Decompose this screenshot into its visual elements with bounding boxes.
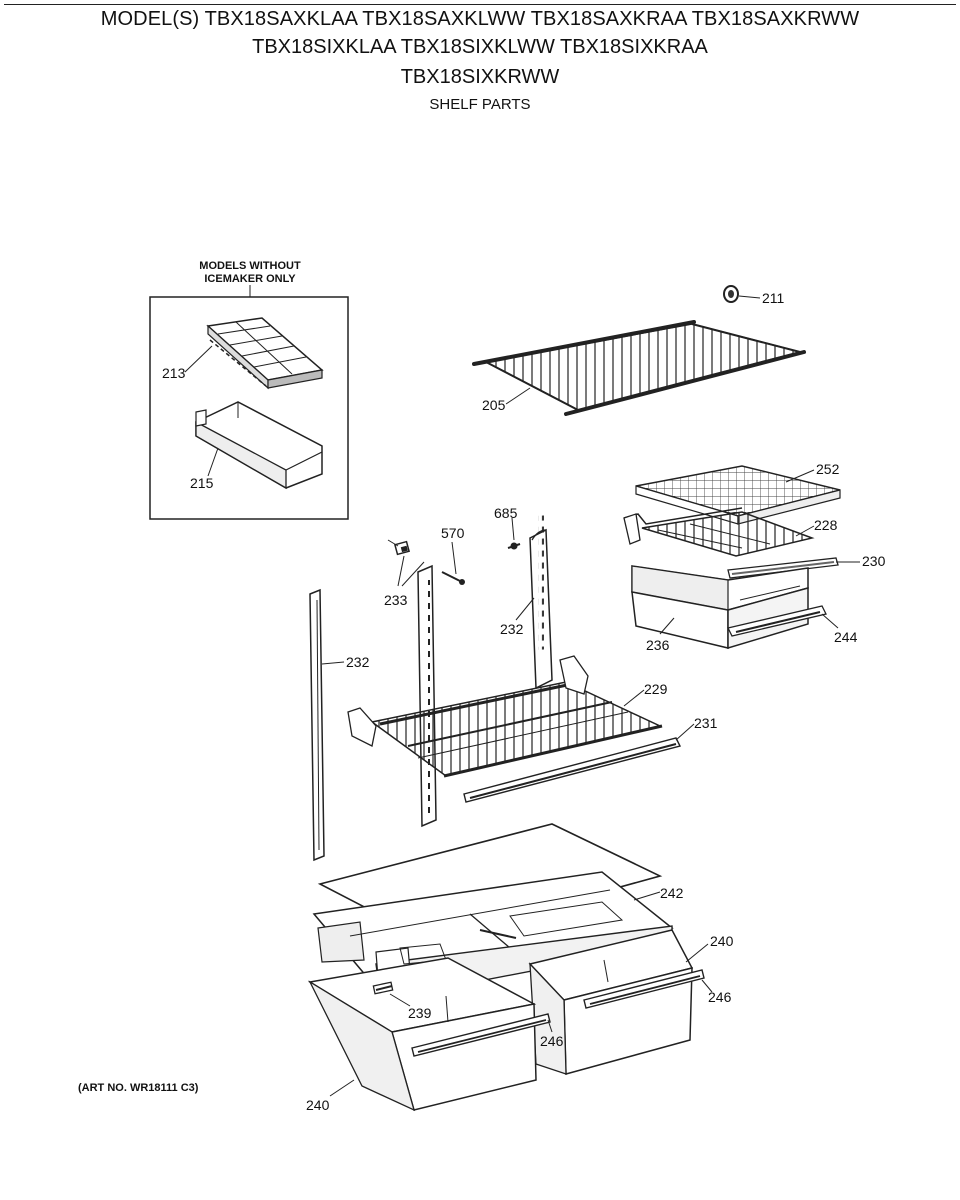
leader-242 (633, 891, 661, 901)
callout-231: 231 (694, 715, 718, 731)
trim-part-230 (727, 557, 839, 579)
callout-239: 239 (408, 1005, 432, 1021)
leader-570 (451, 541, 457, 575)
crisper-cover-part-242 (312, 823, 674, 995)
leader-246-left (547, 1019, 553, 1033)
shelf-rail-part-232-left (309, 588, 325, 862)
shelf-rail-part-232-center (529, 515, 553, 690)
models-line-1: MODEL(S) TBX18SAXKLAA TBX18SAXKLWW TBX18… (100, 8, 860, 30)
wire-shelf-part-205 (472, 320, 806, 416)
inset-box: MODELS WITHOUT ICEMAKER ONLY 213 215 (149, 260, 349, 520)
leader-211 (738, 295, 761, 299)
leader-233-a (397, 555, 405, 587)
callout-233: 233 (384, 592, 408, 608)
top-rule (4, 4, 956, 5)
inset-frame (149, 296, 349, 520)
leader-240-right (685, 943, 709, 963)
callout-246-right: 246 (708, 989, 732, 1005)
art-number: (ART NO. WR18111 C3) (78, 1082, 199, 1094)
callout-236: 236 (646, 637, 670, 653)
callout-244: 244 (834, 629, 858, 645)
shelf-trim-part-231 (463, 737, 682, 803)
leader-213 (184, 345, 213, 373)
crisper-cover-part-252 (635, 465, 841, 525)
callout-685: 685 (494, 505, 518, 521)
crisper-drawer-part-240-right (528, 929, 694, 1075)
callout-240-left: 240 (306, 1097, 330, 1113)
callout-205: 205 (482, 397, 506, 413)
drawer-handle-part-246-right (583, 969, 705, 1009)
callout-229: 229 (644, 681, 668, 697)
inset-title-line-1: MODELS WITHOUT (199, 260, 301, 272)
pan-trim-part-244 (727, 605, 827, 637)
leader-246-right (701, 979, 713, 993)
inset-title-line-2: ICEMAKER ONLY (204, 273, 296, 285)
leader-215 (207, 447, 219, 477)
leader-244 (821, 613, 839, 629)
callout-228: 228 (814, 517, 838, 533)
models-line-2: TBX18SIXKLAA TBX18SIXKLWW TBX18SIXKRAA (252, 36, 708, 58)
leader-231 (675, 723, 695, 741)
callout-213: 213 (162, 365, 186, 381)
leader-205 (505, 387, 531, 405)
leader-685 (511, 517, 515, 541)
leader-252 (785, 469, 815, 483)
bracket-part-233 (387, 539, 411, 556)
callout-211: 211 (762, 290, 785, 306)
callout-230: 230 (862, 553, 886, 569)
callout-215: 215 (190, 475, 214, 491)
leader-239 (389, 993, 411, 1007)
drawer-handle-part-246-left (411, 1013, 551, 1057)
callout-570: 570 (441, 525, 465, 541)
callout-252: 252 (816, 461, 840, 477)
shelf-rail-middle (417, 564, 437, 828)
ice-tray-part-213 (206, 317, 324, 390)
callout-242: 242 (660, 885, 684, 901)
bin-part-215 (195, 401, 323, 490)
leader-233-b (401, 561, 425, 587)
callout-232-left: 232 (346, 654, 370, 670)
clip-part-685 (507, 542, 521, 550)
leader-229 (623, 689, 645, 707)
wire-shelf-part-229 (347, 655, 663, 778)
models-line-3: TBX18SIXKRWW (400, 66, 560, 88)
leader-228 (795, 525, 815, 537)
leader-232-center (515, 597, 535, 621)
leader-232-left (321, 661, 345, 665)
bumper-part-211 (723, 285, 739, 303)
callout-246-left: 246 (540, 1033, 564, 1049)
crisper-pan-part-236 (631, 565, 809, 650)
callout-232-center: 232 (500, 621, 524, 637)
leader-240-left (329, 1079, 355, 1097)
leader-236 (659, 617, 675, 635)
screw-part-570 (441, 571, 465, 585)
callout-240-right: 240 (710, 933, 734, 949)
section-title: SHELF PARTS (429, 96, 531, 113)
shelf-frame-part-228 (623, 507, 815, 557)
support-part-239 (372, 981, 394, 995)
